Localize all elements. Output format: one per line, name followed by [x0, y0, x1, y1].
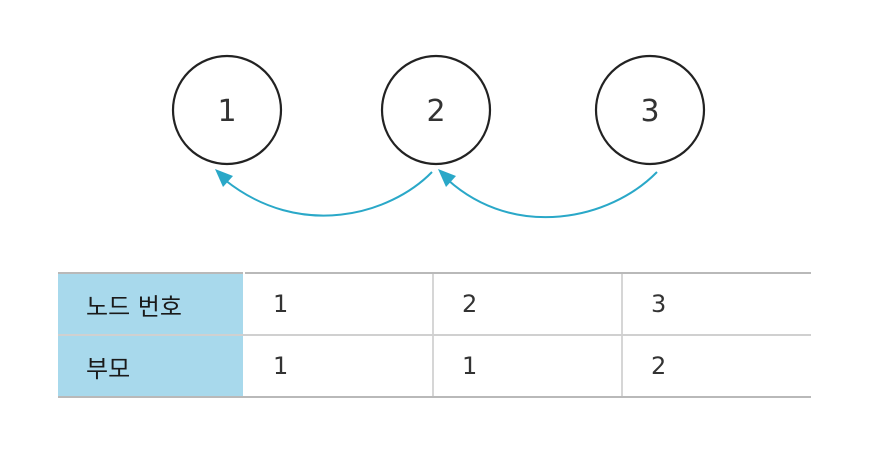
node-1-circle	[171, 54, 283, 166]
table-cell: 1	[243, 334, 433, 398]
edge-3-to-2-curve	[447, 171, 658, 219]
node-1: 1	[171, 54, 283, 166]
edge-2-to-1	[215, 169, 433, 217]
edge-3-to-2	[438, 169, 658, 219]
table-row-parent: 부모 1 1 2	[58, 334, 811, 398]
table-cell: 1	[432, 334, 622, 398]
table-header-node-number: 노드 번호	[58, 272, 245, 336]
node-3: 3	[594, 54, 706, 166]
edge-3-to-2-arrowhead	[438, 169, 456, 187]
table-cell: 1	[243, 272, 433, 336]
node-1-label: 1	[217, 94, 236, 129]
node-2-circle	[380, 54, 492, 166]
table-cell: 2	[432, 272, 622, 336]
table-cell: 3	[621, 272, 811, 336]
union-find-diagram: 1 2 3	[171, 54, 706, 219]
node-2: 2	[380, 54, 492, 166]
edge-2-to-1-curve	[224, 171, 433, 217]
table-cell: 2	[621, 334, 811, 398]
edge-2-to-1-arrowhead	[215, 169, 233, 187]
parent-table: 노드 번호 1 2 3 부모 1 1 2	[58, 272, 811, 398]
node-3-label: 3	[640, 94, 659, 129]
table-row-node-number: 노드 번호 1 2 3	[58, 272, 811, 336]
node-2-label: 2	[426, 94, 445, 129]
node-3-circle	[594, 54, 706, 166]
table-header-parent: 부모	[58, 334, 245, 398]
